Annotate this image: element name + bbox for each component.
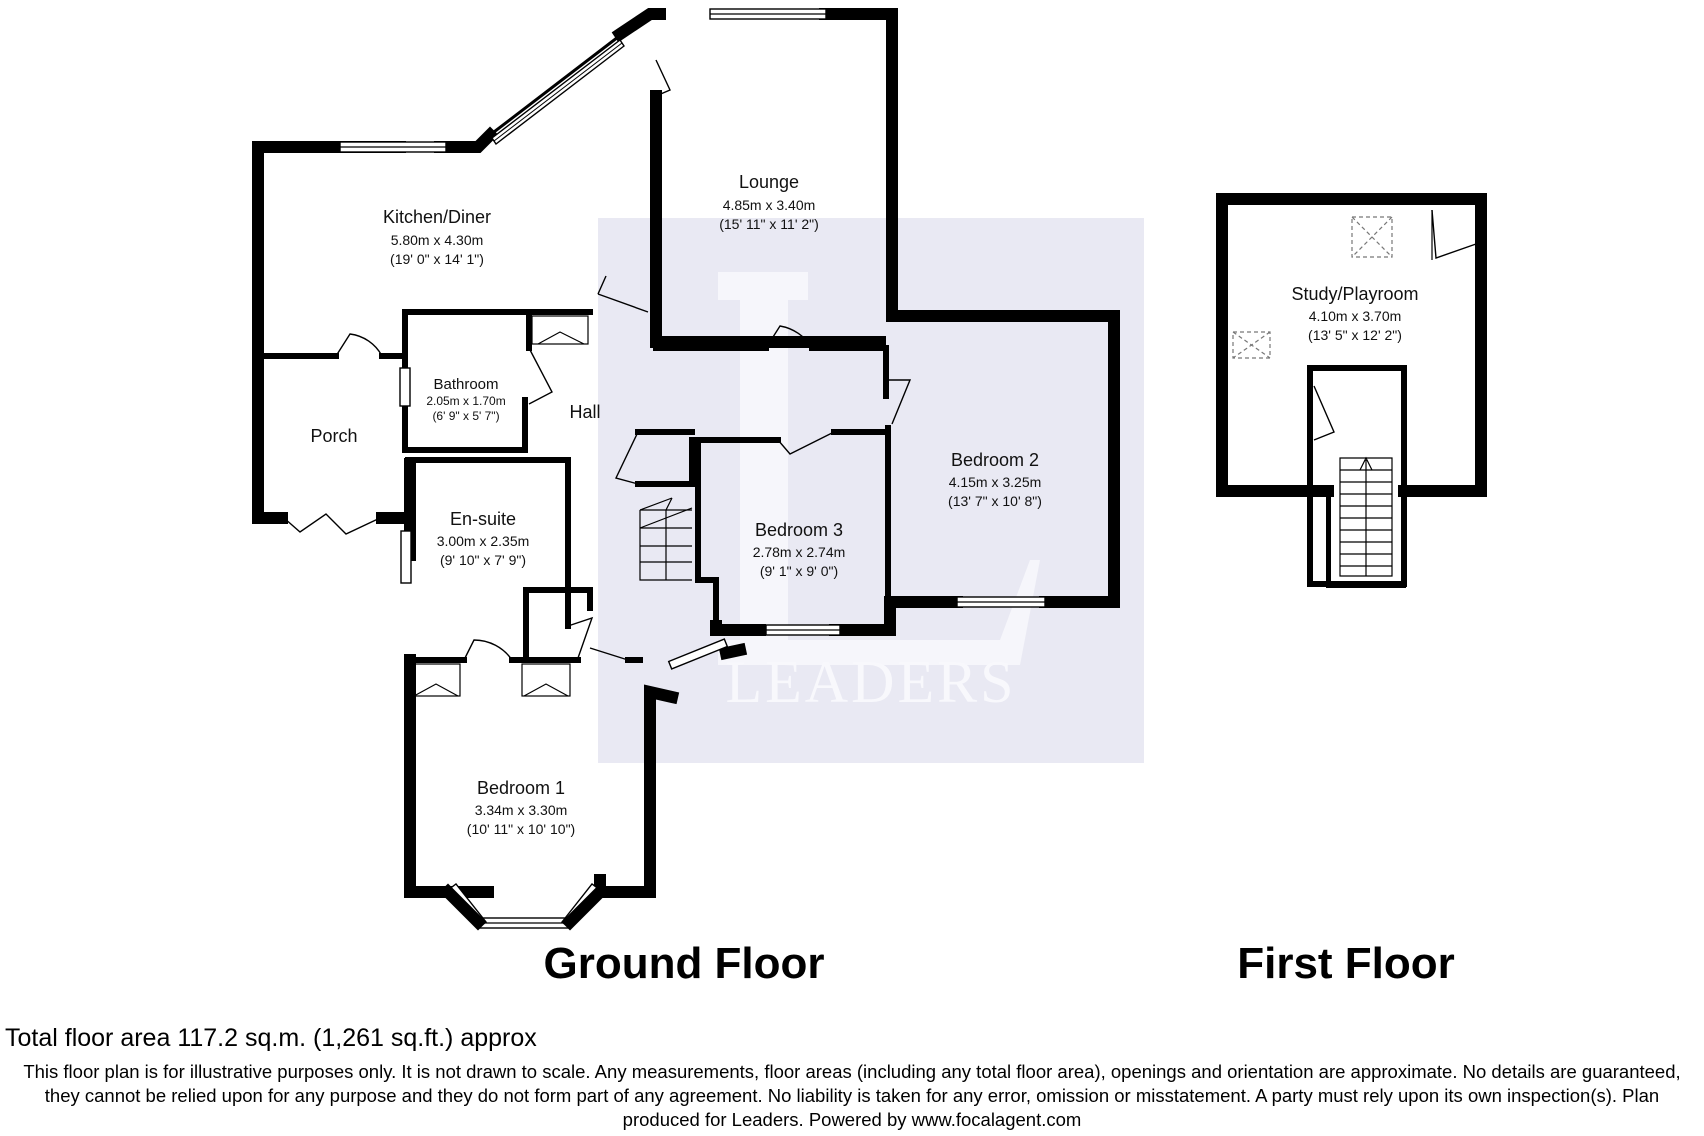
room-name: Bedroom 3 [755, 520, 843, 540]
room-lounge: Lounge 4.85m x 3.40m (15' 11" x 11' 2") [719, 172, 819, 232]
doors [283, 59, 912, 661]
room-name: Bedroom 2 [951, 450, 1039, 470]
room-imperial: (9' 1" x 9' 0") [760, 563, 838, 579]
room-metric: 3.34m x 3.30m [475, 802, 568, 818]
room-metric: 2.05m x 1.70m [426, 394, 505, 408]
room-imperial: (13' 5" x 12' 2") [1308, 327, 1402, 343]
skylights [1232, 216, 1393, 359]
room-metric: 2.78m x 2.74m [753, 544, 846, 560]
floor-plan: LEADERS [252, 8, 1487, 988]
disclaimer: This floor plan is for illustrative purp… [23, 1061, 1681, 1130]
room-name: Porch [310, 426, 357, 446]
first-floor-walls [1216, 193, 1487, 588]
room-imperial: (6' 9" x 5' 7") [432, 409, 499, 423]
bay-walls [439, 883, 609, 931]
room-name: Bedroom 1 [477, 778, 565, 798]
room-study-playroom: Study/Playroom 4.10m x 3.70m (13' 5" x 1… [1291, 284, 1418, 343]
cupboards [411, 315, 589, 697]
room-metric: 4.10m x 3.70m [1309, 308, 1402, 324]
total-floor-area: Total floor area 117.2 sq.m. (1,261 sq.f… [5, 1024, 537, 1052]
room-name: Study/Playroom [1291, 284, 1418, 304]
hall-stairs [639, 497, 693, 581]
watermark-text: LEADERS [726, 649, 1017, 715]
room-porch: Porch [310, 426, 357, 446]
room-imperial: (10' 11" x 10' 10") [467, 821, 575, 837]
room-name: En-suite [450, 509, 516, 529]
ground-floor-title: Ground Floor [543, 939, 824, 988]
room-bedroom-3: Bedroom 3 2.78m x 2.74m (9' 1" x 9' 0") [753, 520, 846, 579]
first-floor-door [1313, 209, 1477, 441]
room-kitchen-diner: Kitchen/Diner 5.80m x 4.30m (19' 0" x 14… [383, 207, 491, 267]
room-metric: 4.15m x 3.25m [949, 474, 1042, 490]
room-imperial: (19' 0" x 14' 1") [390, 251, 484, 267]
room-ensuite: En-suite 3.00m x 2.35m (9' 10" x 7' 9") [437, 509, 530, 568]
room-metric: 3.00m x 2.35m [437, 533, 530, 549]
room-bedroom-2: Bedroom 2 4.15m x 3.25m (13' 7" x 10' 8"… [948, 450, 1042, 509]
first-floor-title: First Floor [1237, 939, 1455, 988]
room-metric: 5.80m x 4.30m [391, 232, 484, 248]
room-imperial: (15' 11" x 11' 2") [719, 216, 819, 232]
room-imperial: (9' 10" x 7' 9") [440, 552, 526, 568]
first-floor-stairs [1339, 456, 1393, 577]
room-bedroom-1: Bedroom 1 3.34m x 3.30m (10' 11" x 10' 1… [467, 778, 575, 837]
room-name: Kitchen/Diner [383, 207, 491, 227]
room-name: Bathroom [433, 376, 498, 393]
room-imperial: (13' 7" x 10' 8") [948, 493, 1042, 509]
watermark-logo: LEADERS [598, 218, 1144, 763]
room-name: Lounge [739, 172, 799, 192]
room-name: Hall [569, 402, 600, 422]
room-metric: 4.85m x 3.40m [723, 197, 816, 213]
ground-floor-walls [252, 8, 1120, 898]
room-hall: Hall [569, 402, 600, 422]
kitchen-diagonal-window [489, 32, 625, 146]
room-bathroom: Bathroom 2.05m x 1.70m (6' 9" x 5' 7") [426, 376, 505, 423]
